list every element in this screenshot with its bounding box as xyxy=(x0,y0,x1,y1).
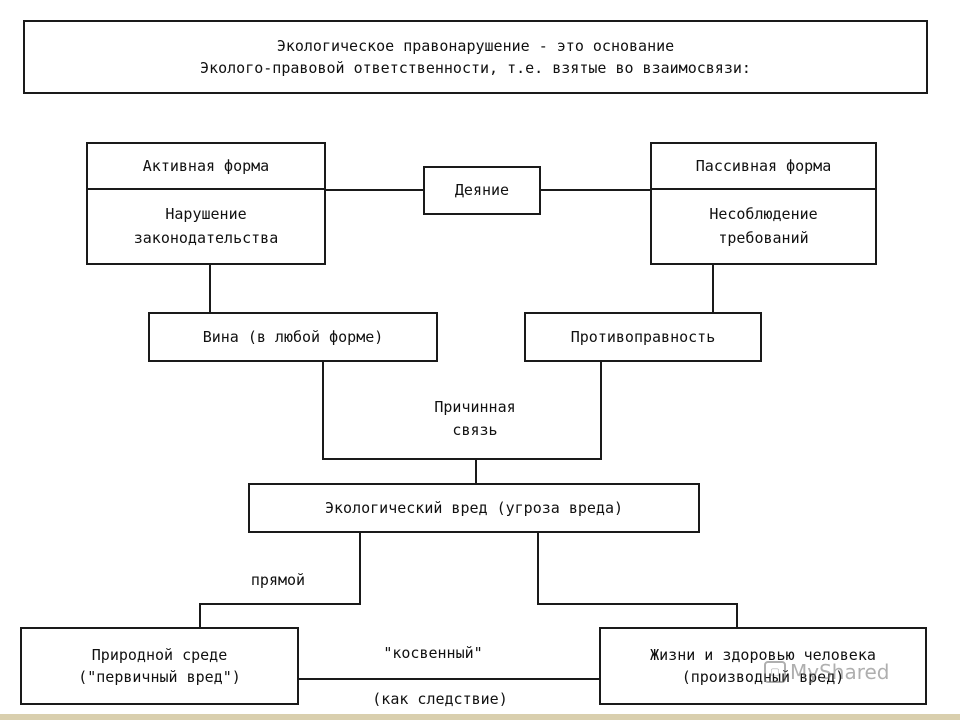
unlawfulness-box: Противоправность xyxy=(524,312,762,362)
deed-box: Деяние xyxy=(423,166,541,215)
causal-link-label: Причинная связь xyxy=(400,396,550,441)
myshared-logo-icon: ▢ xyxy=(764,661,786,683)
header-line-1: Экологическое правонарушение - это основ… xyxy=(276,36,675,55)
guilt-box: Вина (в любой форме) xyxy=(148,312,438,362)
watermark-text: MyShared xyxy=(790,660,890,684)
watermark: ▢ MyShared xyxy=(764,660,890,684)
eco-harm-box: Экологический вред (угроза вреда) xyxy=(248,483,700,533)
consequence-label: (как следствие) xyxy=(330,688,550,711)
connector-harm-nature xyxy=(199,532,361,628)
connector-harm-life xyxy=(537,532,738,628)
active-form-body: Нарушение законодательства xyxy=(133,205,279,247)
header-line-2: Эколого-правовой ответственности, т.е. в… xyxy=(200,59,751,77)
passive-form-box: Пассивная форма Несоблюдение требований xyxy=(650,142,877,265)
passive-form-title: Пассивная форма xyxy=(652,144,875,190)
active-form-box: Активная форма Нарушение законодательств… xyxy=(86,142,326,265)
nature-box: Природной среде ("первичный вред") xyxy=(20,627,299,705)
header-box: Экологическое правонарушение - это основ… xyxy=(23,20,928,94)
active-form-title: Активная форма xyxy=(88,144,324,190)
direct-label: прямой xyxy=(250,571,306,589)
connector-causal-link xyxy=(322,362,602,460)
life-health-box: Жизни и здоровью человека (производный в… xyxy=(599,627,927,705)
passive-form-body: Несоблюдение требований xyxy=(709,205,818,247)
bottom-accent-bar xyxy=(0,714,960,720)
indirect-label: "косвенный" xyxy=(383,644,483,662)
